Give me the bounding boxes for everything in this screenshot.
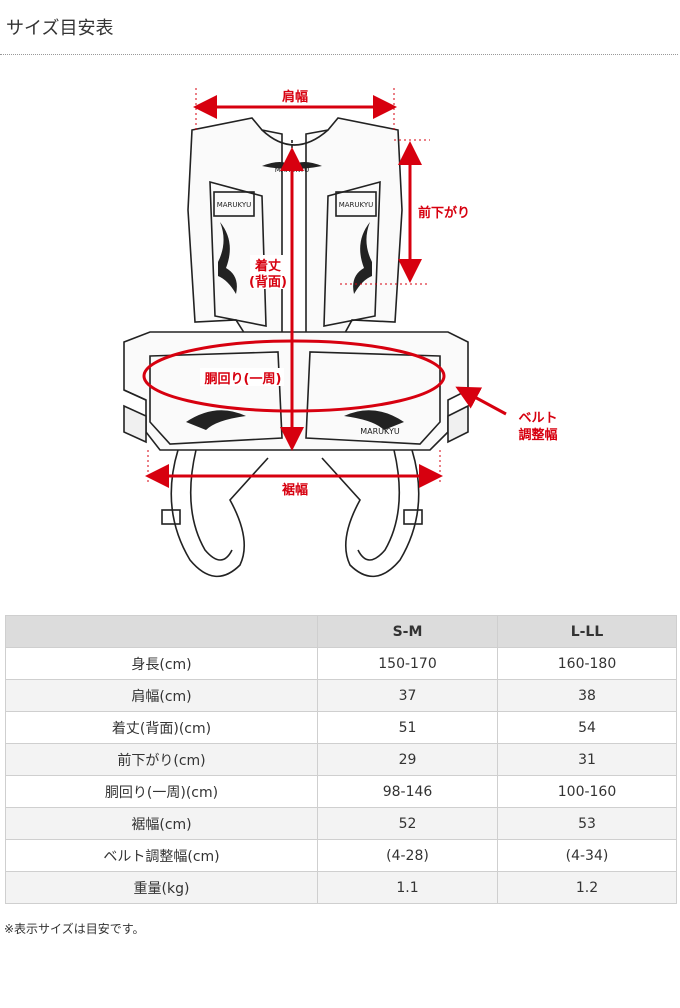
header-sm: S-M — [317, 615, 498, 648]
label-belt-2: 調整幅 — [518, 427, 557, 443]
footnote: ※表示サイズは目安です。 — [4, 922, 145, 936]
logo-left: MARUKYU — [217, 201, 252, 209]
header-lll: L-LL — [497, 615, 677, 648]
row-sm: 98-146 — [317, 775, 498, 808]
row-label: 胴回り(一周)(cm) — [5, 775, 318, 808]
row-lll: (4-34) — [497, 839, 677, 872]
row-sm: 29 — [317, 743, 498, 776]
row-label: 肩幅(cm) — [5, 679, 318, 712]
label-length-2: (背面) — [249, 274, 287, 290]
vest-illustration — [123, 117, 469, 578]
row-sm: 52 — [317, 807, 498, 840]
table-row: 胴回り(一周)(cm) 98-146 100-160 — [5, 775, 677, 808]
row-label: 着丈(背面)(cm) — [5, 711, 318, 744]
row-label: 前下がり(cm) — [5, 743, 318, 776]
measurement-lines — [142, 95, 507, 488]
row-lll: 160-180 — [497, 647, 677, 680]
logo-lower: MARUKYU — [360, 427, 400, 436]
row-lll: 100-160 — [497, 775, 677, 808]
row-lll: 31 — [497, 743, 677, 776]
row-label: 身長(cm) — [5, 647, 318, 680]
label-waist: 胴回り(一周) — [205, 372, 282, 387]
row-label: 重量(kg) — [5, 871, 318, 904]
row-lll: 53 — [497, 807, 677, 840]
row-label: ベルト調整幅(cm) — [5, 839, 318, 872]
logo-right: MARUKYU — [339, 201, 374, 209]
table-row: 前下がり(cm) 29 31 — [5, 743, 677, 776]
label-shoulder: 肩幅 — [282, 89, 308, 105]
table-row: 肩幅(cm) 37 38 — [5, 679, 677, 712]
page-title: サイズ目安表 — [6, 18, 114, 39]
row-label: 裾幅(cm) — [5, 807, 318, 840]
table-header-row: S-M L-LL — [5, 615, 677, 648]
tribal-decoration — [186, 162, 404, 430]
table-row: ベルト調整幅(cm) (4-28) (4-34) — [5, 839, 677, 872]
guide-lines — [147, 88, 441, 482]
header-label — [5, 615, 318, 648]
table-row: 着丈(背面)(cm) 51 54 — [5, 711, 677, 744]
table-row: 裾幅(cm) 52 53 — [5, 807, 677, 840]
size-table: S-M L-LL 身長(cm) 150-170 160-180 肩幅(cm) 3… — [5, 615, 677, 904]
row-lll: 54 — [497, 711, 677, 744]
row-sm: (4-28) — [317, 839, 498, 872]
row-sm: 37 — [317, 679, 498, 712]
row-sm: 51 — [317, 711, 498, 744]
label-hem: 裾幅 — [282, 482, 308, 498]
title-divider — [0, 54, 678, 55]
row-sm: 1.1 — [317, 871, 498, 904]
belt-arrow — [455, 386, 507, 416]
table-row: 重量(kg) 1.1 1.2 — [5, 871, 677, 904]
row-lll: 1.2 — [497, 871, 677, 904]
label-front-drop: 前下がり — [418, 205, 470, 221]
table-row: 身長(cm) 150-170 160-180 — [5, 647, 677, 680]
row-sm: 150-170 — [317, 647, 498, 680]
label-belt-1: ベルト — [518, 411, 557, 426]
waist-ellipse — [142, 339, 446, 413]
row-lll: 38 — [497, 679, 677, 712]
label-length-1: 着丈 — [254, 258, 281, 274]
vest-size-diagram: MARUKYU MARUKYU MARUKYU MARUKYU 肩幅 前下がり … — [123, 87, 558, 578]
